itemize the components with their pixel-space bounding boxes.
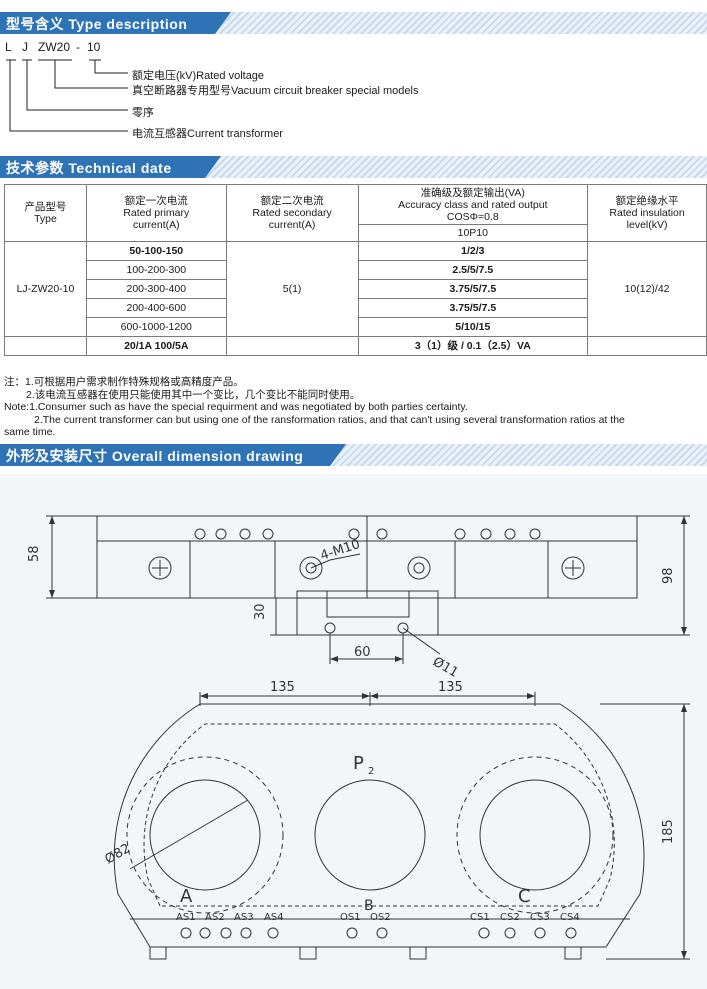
header-accuracy: 准确级及额定输出(VA)Accuracy class and rated out… <box>357 184 589 225</box>
dim-58: 58 <box>27 545 42 562</box>
section-banner-technical: 技术参数 Technical date <box>0 156 707 178</box>
front-body-outline <box>113 703 645 948</box>
cell-secondary-blank <box>225 336 359 356</box>
section-title: 外形及安装尺寸 Overall dimension drawing <box>6 448 304 464</box>
terminal-as3: AS3 <box>234 912 254 923</box>
note-cn-1: 注：1.可根据用户需求制作特殊规格或高精度产品。 <box>4 376 244 388</box>
terminal-cs4: CS4 <box>560 912 580 923</box>
type-description: L J ZW20 - 10 额定电压(kV)Rated voltage 真空断路… <box>0 40 707 145</box>
dim-60: 60 <box>354 645 371 660</box>
terminal-cs3: CS3 <box>530 912 550 923</box>
dimension-drawing-svg: 58 98 30 60 Ø11 4-M10 135 135 185 Ø82 P … <box>27 515 690 960</box>
terminal-as2: AS2 <box>205 912 225 923</box>
cell-primary-last: 20/1A 100/5A <box>85 336 227 356</box>
cell-accuracy-3: 3.75/5/7.5 <box>357 298 589 318</box>
banner-bar <box>0 156 221 178</box>
dim-135-right: 135 <box>438 680 463 695</box>
terminal-os2: OS2 <box>370 912 391 923</box>
banner-bar <box>0 12 231 34</box>
banner-bar <box>0 444 346 466</box>
code-dash: - <box>76 40 80 54</box>
label-p2-sub: 2 <box>368 766 374 777</box>
cell-primary-4: 600-1000-1200 <box>85 317 227 337</box>
label-rated-voltage: 额定电压(kV)Rated voltage <box>132 70 265 82</box>
cell-primary-3: 200-400-600 <box>85 298 227 318</box>
code-l: L <box>5 40 12 54</box>
cell-insulation-blank <box>587 336 707 356</box>
dim-11: Ø11 <box>430 654 461 680</box>
type-code-leader-lines <box>6 59 128 132</box>
section-title: 型号含义 Type description <box>6 16 188 32</box>
header-accuracy-sub: 10P10 <box>357 224 589 242</box>
code-j: J <box>22 40 28 54</box>
note-en-2-cont: same time. <box>4 426 56 438</box>
notes: 注：1.可根据用户需求制作特殊规格或高精度产品。 2.该电流互感器在使用只能使用… <box>4 376 707 439</box>
terminal-as4: AS4 <box>264 912 284 923</box>
section-banner-type-description: 型号含义 Type description <box>0 12 707 34</box>
dim-185: 185 <box>661 819 676 844</box>
bottom-bolts <box>180 927 577 939</box>
note-en-2: 2.The current transformer can but using … <box>34 413 625 426</box>
code-10: 10 <box>87 40 101 54</box>
label-p2: P <box>353 753 364 774</box>
label-a: A <box>180 886 193 907</box>
cell-primary-0: 50-100-150 <box>85 241 227 261</box>
cell-accuracy-1: 2.5/5/7.5 <box>357 260 589 280</box>
terminal-as1: AS1 <box>176 912 196 923</box>
terminal-cs1: CS1 <box>470 912 490 923</box>
cell-accuracy-last: 3（1）级 / 0.1（2.5）VA <box>357 336 589 356</box>
dim-82: Ø82 <box>103 841 134 867</box>
label-c: C <box>518 886 531 907</box>
cell-secondary: 5(1) <box>225 241 359 337</box>
note-cn-2: 2.该电流互感器在使用只能使用其中一个变比，几个变比不能同时使用。 <box>26 388 361 401</box>
cell-accuracy-2: 3.75/5/7.5 <box>357 279 589 299</box>
note-en-1: Note:1.Consumer such as have the special… <box>4 401 468 413</box>
label-zero-sequence: 零序 <box>132 107 154 119</box>
label-current-transformer: 电流互感器Current transformer <box>132 128 283 140</box>
cell-primary-2: 200-300-400 <box>85 279 227 299</box>
section-banner-dimension: 外形及安装尺寸 Overall dimension drawing <box>0 444 707 466</box>
dim-135-left: 135 <box>270 680 295 695</box>
dim-30: 30 <box>253 603 268 620</box>
terminal-cs2: CS2 <box>500 912 520 923</box>
dim-98: 98 <box>661 567 676 584</box>
cell-insulation: 10(12)/42 <box>587 241 707 337</box>
terminal-os1: OS1 <box>340 912 361 923</box>
label-b: B <box>364 898 374 914</box>
cell-primary-1: 100-200-300 <box>85 260 227 280</box>
section-title: 技术参数 Technical date <box>6 160 172 176</box>
top-bolts <box>194 528 541 540</box>
cell-accuracy-0: 1/2/3 <box>357 241 589 261</box>
cell-model: LJ-ZW20-10 <box>4 241 87 337</box>
label-vacuum-models: 真空断路器专用型号Vacuum circuit breaker special … <box>132 85 419 97</box>
dimension-drawing: 58 98 30 60 Ø11 4-M10 135 135 185 Ø82 P … <box>0 474 707 989</box>
code-zw20: ZW20 <box>38 40 71 54</box>
cell-model-blank <box>4 336 87 356</box>
cell-accuracy-4: 5/10/15 <box>357 317 589 337</box>
